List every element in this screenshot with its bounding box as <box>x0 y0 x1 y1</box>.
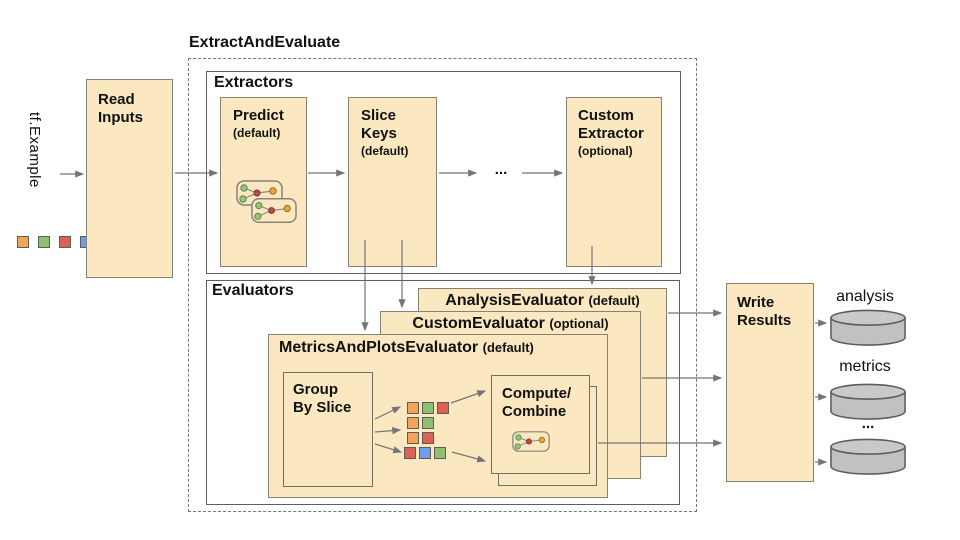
orange-square <box>407 402 419 414</box>
predict-qualifier: (default) <box>233 126 281 140</box>
evaluators-label: Evaluators <box>212 282 294 299</box>
extract-and-evaluate-boundary <box>188 58 697 512</box>
green-square <box>422 402 434 414</box>
combine-graph-icon <box>512 431 550 452</box>
model-graph-icon <box>251 198 297 223</box>
slice-row <box>404 447 446 459</box>
slice-row <box>407 432 434 444</box>
custom-evaluator-qualifier: (optional) <box>549 316 609 331</box>
slice-row <box>407 402 449 414</box>
slice-keys-qualifier: (default) <box>361 144 409 158</box>
metrics-database-icon <box>830 383 906 420</box>
custom-evaluator-label: CustomEvaluator <box>412 315 545 332</box>
orange-square <box>407 417 419 429</box>
write-results-label: Write Results <box>737 294 792 329</box>
metrics-and-plots-evaluator-label: MetricsAndPlotsEvaluator <box>279 339 479 356</box>
outputs-ellipsis: ... <box>861 415 875 432</box>
metrics-output-label: metrics <box>839 358 891 375</box>
slice-keys-extractor-node: Slice Keys (default) <box>348 97 437 267</box>
other-database-icon <box>830 438 906 475</box>
orange-square <box>17 236 29 248</box>
slice-keys-label: Slice Keys <box>361 107 397 142</box>
read-inputs-node: Read Inputs <box>86 79 173 278</box>
analysis-database-icon <box>830 309 906 346</box>
green-square <box>38 236 50 248</box>
write-results-node: Write Results <box>726 283 814 482</box>
extractors-label: Extractors <box>214 74 294 91</box>
pipeline-title: ExtractAndEvaluate <box>189 34 341 51</box>
red-square <box>437 402 449 414</box>
metrics-and-plots-evaluator-qualifier: (default) <box>482 340 534 355</box>
red-square <box>422 432 434 444</box>
green-square <box>434 447 446 459</box>
group-by-slice-label: Group By Slice <box>293 381 352 416</box>
analysis-evaluator-qualifier: (default) <box>588 293 640 308</box>
analysis-output-label: analysis <box>836 288 894 305</box>
orange-square <box>407 432 419 444</box>
extractors-ellipsis: ... <box>494 161 508 178</box>
slice-row <box>407 417 434 429</box>
input-label: tf.Example <box>26 112 43 188</box>
input-example-squares <box>17 236 92 248</box>
custom-extractor-qualifier: (optional) <box>578 144 633 158</box>
green-square <box>422 417 434 429</box>
compute-combine-label: Compute/ Combine <box>502 385 572 420</box>
custom-extractor-label: Custom Extractor <box>578 107 644 142</box>
blue-square <box>419 447 431 459</box>
read-inputs-label: Read Inputs <box>98 91 143 126</box>
red-square <box>59 236 71 248</box>
analysis-evaluator-label: AnalysisEvaluator <box>445 292 584 309</box>
predict-label: Predict <box>233 107 284 124</box>
custom-extractor-node: Custom Extractor (optional) <box>566 97 662 267</box>
compute-combine-node: Compute/ Combine <box>491 375 590 474</box>
group-by-slice-node: Group By Slice <box>283 372 373 487</box>
red-square <box>404 447 416 459</box>
